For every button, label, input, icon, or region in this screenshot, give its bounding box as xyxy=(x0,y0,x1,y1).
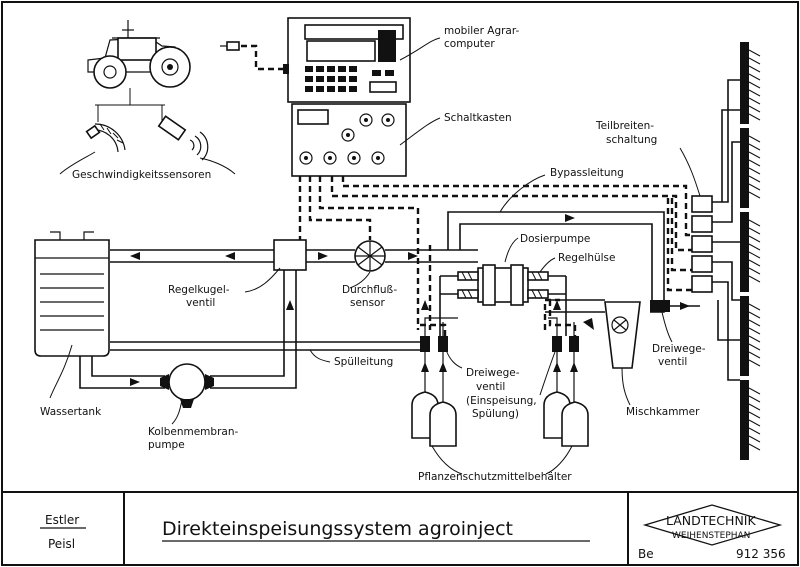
pipe-network xyxy=(79,211,700,389)
landtechnik-logo: LANDTECHNIK WEIHENSTEPHAN xyxy=(642,504,783,546)
kolbenmembran-label-1: Kolbenmembran- xyxy=(148,426,238,438)
mischkammer-label: Mischkammer xyxy=(626,406,700,418)
kolbenmembranpumpe-icon xyxy=(160,363,214,408)
computer-label-1: mobiler Agrar- xyxy=(444,25,520,37)
author-2: Peisl xyxy=(48,537,75,551)
logo-line-1: LANDTECHNIK xyxy=(666,513,756,528)
logo-line-2: WEIHENSTEPHAN xyxy=(672,531,750,541)
dreiwege-right-label-1: Dreiwege- xyxy=(652,343,706,355)
dreiwege-left-label-3: (Einspeisung, xyxy=(466,395,537,407)
teilbreiten-label-1: Teilbreiten- xyxy=(595,120,654,132)
kolbenmembran-label-2: pumpe xyxy=(148,439,185,451)
dreiwege-left-label-2: ventil xyxy=(476,381,505,393)
durchfluss-label-1: Durchfluß- xyxy=(342,284,397,296)
drawing-code-prefix: Be xyxy=(638,547,654,561)
author-1: Estler xyxy=(45,513,79,527)
dreiwege-left-label-4: Spülung) xyxy=(472,408,519,420)
pflanzenschutzmittel-container-icons xyxy=(411,391,589,447)
title-block: Estler Peisl Direkteinspeisungssystem ag… xyxy=(2,491,798,565)
dosierpumpe-label: Dosierpumpe xyxy=(520,233,590,245)
dreiwege-right-label-2: ventil xyxy=(658,356,687,368)
wassertank-icon xyxy=(34,231,110,357)
regelhuelse-label: Regelhülse xyxy=(558,252,615,264)
durchflusssensor-icon xyxy=(354,240,386,272)
schaltkasten-icon xyxy=(291,103,407,177)
regelkugel-label-1: Regelkugel- xyxy=(168,284,230,296)
regelkugelventil-icon xyxy=(273,239,307,271)
drawing-code: 912 356 xyxy=(736,547,786,561)
teilbreitenschaltung-icon xyxy=(691,195,713,293)
spray-boom-icon xyxy=(712,42,761,460)
dosierpumpe-icon xyxy=(457,264,549,306)
geschwindigkeit-label: Geschwindigkeitssensoren xyxy=(72,169,211,181)
connector-plug-icon xyxy=(220,41,240,51)
dreiwegeventil-icons xyxy=(420,300,670,352)
mischkammer-icon xyxy=(583,301,641,369)
wassertank-label: Wassertank xyxy=(40,406,102,418)
pflanzenschutz-label: Pflanzenschutzmittelbehälter xyxy=(418,471,572,483)
spuelleitung-label: Spülleitung xyxy=(334,356,393,368)
radar-speed-sensor-icon xyxy=(157,115,209,161)
wheel-speed-sensor-icon xyxy=(85,123,126,153)
agrarcomputer-icon xyxy=(287,17,411,103)
tractor-icon xyxy=(87,20,191,89)
drawing-title: Direkteinspeisungssystem agroinject xyxy=(162,518,513,540)
computer-label-2: computer xyxy=(444,38,495,50)
schaltkasten-label: Schaltkasten xyxy=(444,112,512,124)
bypass-label: Bypassleitung xyxy=(550,167,624,179)
teilbreiten-label-2: schaltung xyxy=(606,134,657,146)
regelkugel-label-2: ventil xyxy=(186,297,215,309)
dreiwege-left-label-1: Dreiwege- xyxy=(466,367,520,379)
durchfluss-label-2: sensor xyxy=(350,297,385,309)
feed-lines xyxy=(421,300,578,405)
